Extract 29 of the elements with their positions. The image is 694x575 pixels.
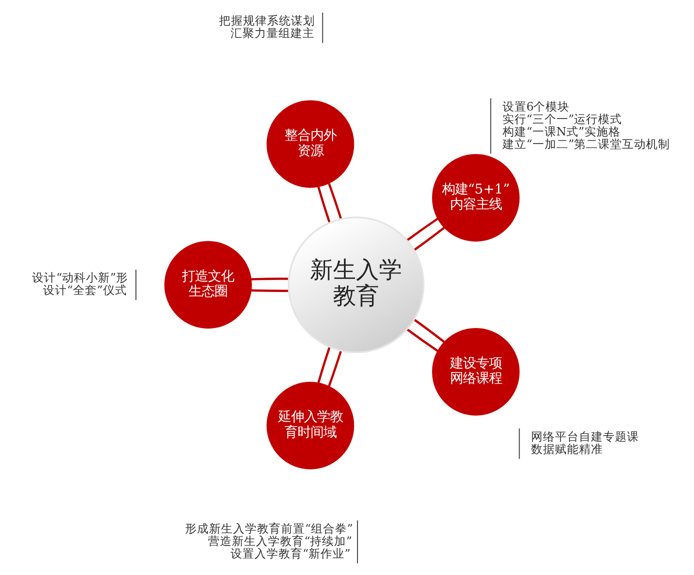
connector (316, 186, 330, 224)
node-label: 网络平台自建专题课 (530, 429, 638, 444)
node-label: 构建“一课N式”实施格 (502, 124, 620, 138)
node-circle: 新生入学教育 (287, 216, 424, 354)
node-circle: 建设专项网络课程 (432, 328, 520, 416)
node-label: 把握规律系统谋划 (218, 14, 314, 28)
connector (406, 328, 438, 352)
connector (250, 289, 288, 292)
node-label: 数据赋能精准 (530, 442, 602, 456)
node-circle: 整合内外资源 (266, 100, 354, 188)
connector (327, 350, 342, 387)
node-label: 汇聚力量组建主 (230, 26, 314, 40)
node-label: 建立“一加二”第二课堂互动机制 (502, 136, 670, 151)
connector (250, 278, 288, 280)
connector (412, 318, 444, 343)
node-circle: 打造文化生态圈 (164, 241, 252, 329)
node-label: 设计“全套”仪式 (42, 283, 126, 298)
node-label: 形成新生入学教育前置“组合拳” (184, 521, 352, 536)
node-label: 设置入学教育“新作业” (230, 546, 350, 560)
node-label: 设置6个模块 (502, 99, 570, 114)
node-label: 营造新生入学教育“持续加” (208, 534, 352, 548)
node-label: 设计“动科小新”形 (32, 270, 128, 285)
node-circle: 延伸入学教育时间域 (266, 382, 354, 470)
connector (327, 183, 342, 220)
connector (412, 226, 444, 252)
connector (316, 346, 330, 384)
node-circle: 构建“5+1”内容主线 (432, 154, 520, 242)
node-label: 实行“三个一”运行模式 (502, 112, 622, 126)
connector (406, 218, 438, 242)
